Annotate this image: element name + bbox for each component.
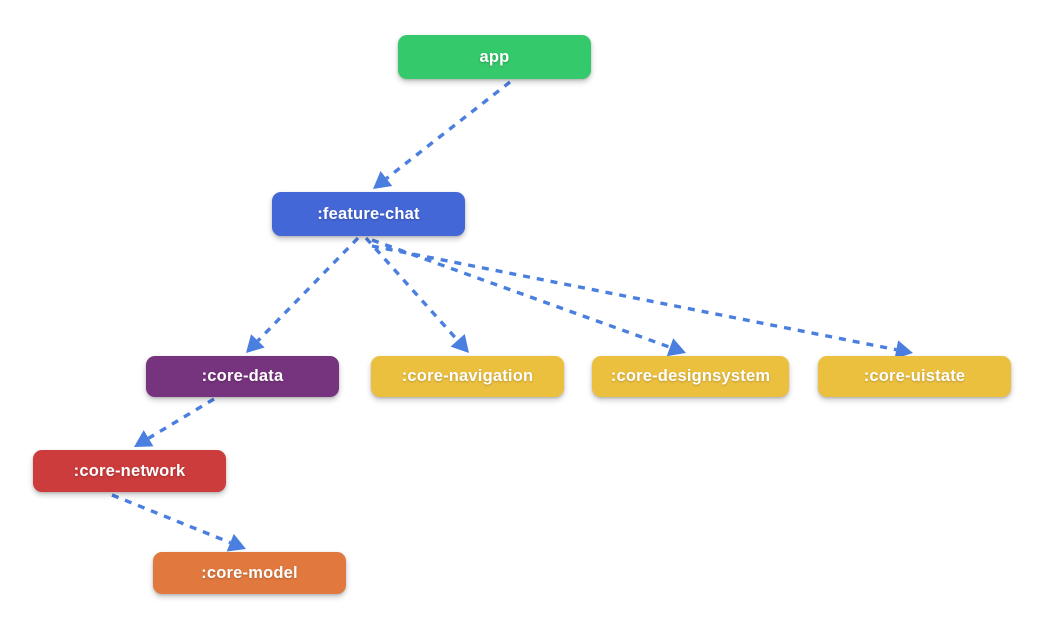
node-label-core-uistate: :core-uistate <box>863 367 966 385</box>
arrowhead <box>373 171 393 189</box>
node-core-navigation[interactable]: :core-navigation <box>371 356 564 397</box>
node-label-core-designsystem: :core-designsystem <box>610 367 771 385</box>
arrowhead <box>666 338 686 357</box>
node-core-designsystem[interactable]: :core-designsystem <box>592 356 789 397</box>
node-label-core-network: :core-network <box>73 461 186 480</box>
node-core-network[interactable]: :core-network <box>33 450 226 492</box>
node-feature-chat[interactable]: :feature-chat <box>272 192 465 236</box>
node-core-model[interactable]: :core-model <box>153 552 346 594</box>
node-core-uistate[interactable]: :core-uistate <box>818 356 1011 397</box>
arrowhead <box>246 334 265 353</box>
arrowhead <box>450 333 469 353</box>
edge-feature-chat-to-core-designsystem <box>371 238 686 357</box>
node-label-app: app <box>479 47 510 66</box>
edge-feature-chat-to-core-navigation <box>364 236 469 353</box>
edge-feature-chat-to-core-data <box>246 236 360 353</box>
node-core-data[interactable]: :core-data <box>146 356 339 397</box>
node-label-feature-chat: :feature-chat <box>317 204 420 223</box>
edge-feature-chat-to-core-uistate <box>371 244 913 360</box>
edge-app-to-feature-chat <box>373 80 512 189</box>
edge-core-network-to-core-model <box>111 493 246 552</box>
node-label-core-data: :core-data <box>201 367 284 385</box>
arrowhead <box>134 430 154 447</box>
node-app[interactable]: app <box>398 35 591 79</box>
node-label-core-model: :core-model <box>201 563 298 582</box>
arrowhead <box>226 533 246 552</box>
edge-core-data-to-core-network <box>134 397 215 447</box>
node-label-core-navigation: :core-navigation <box>401 367 534 385</box>
